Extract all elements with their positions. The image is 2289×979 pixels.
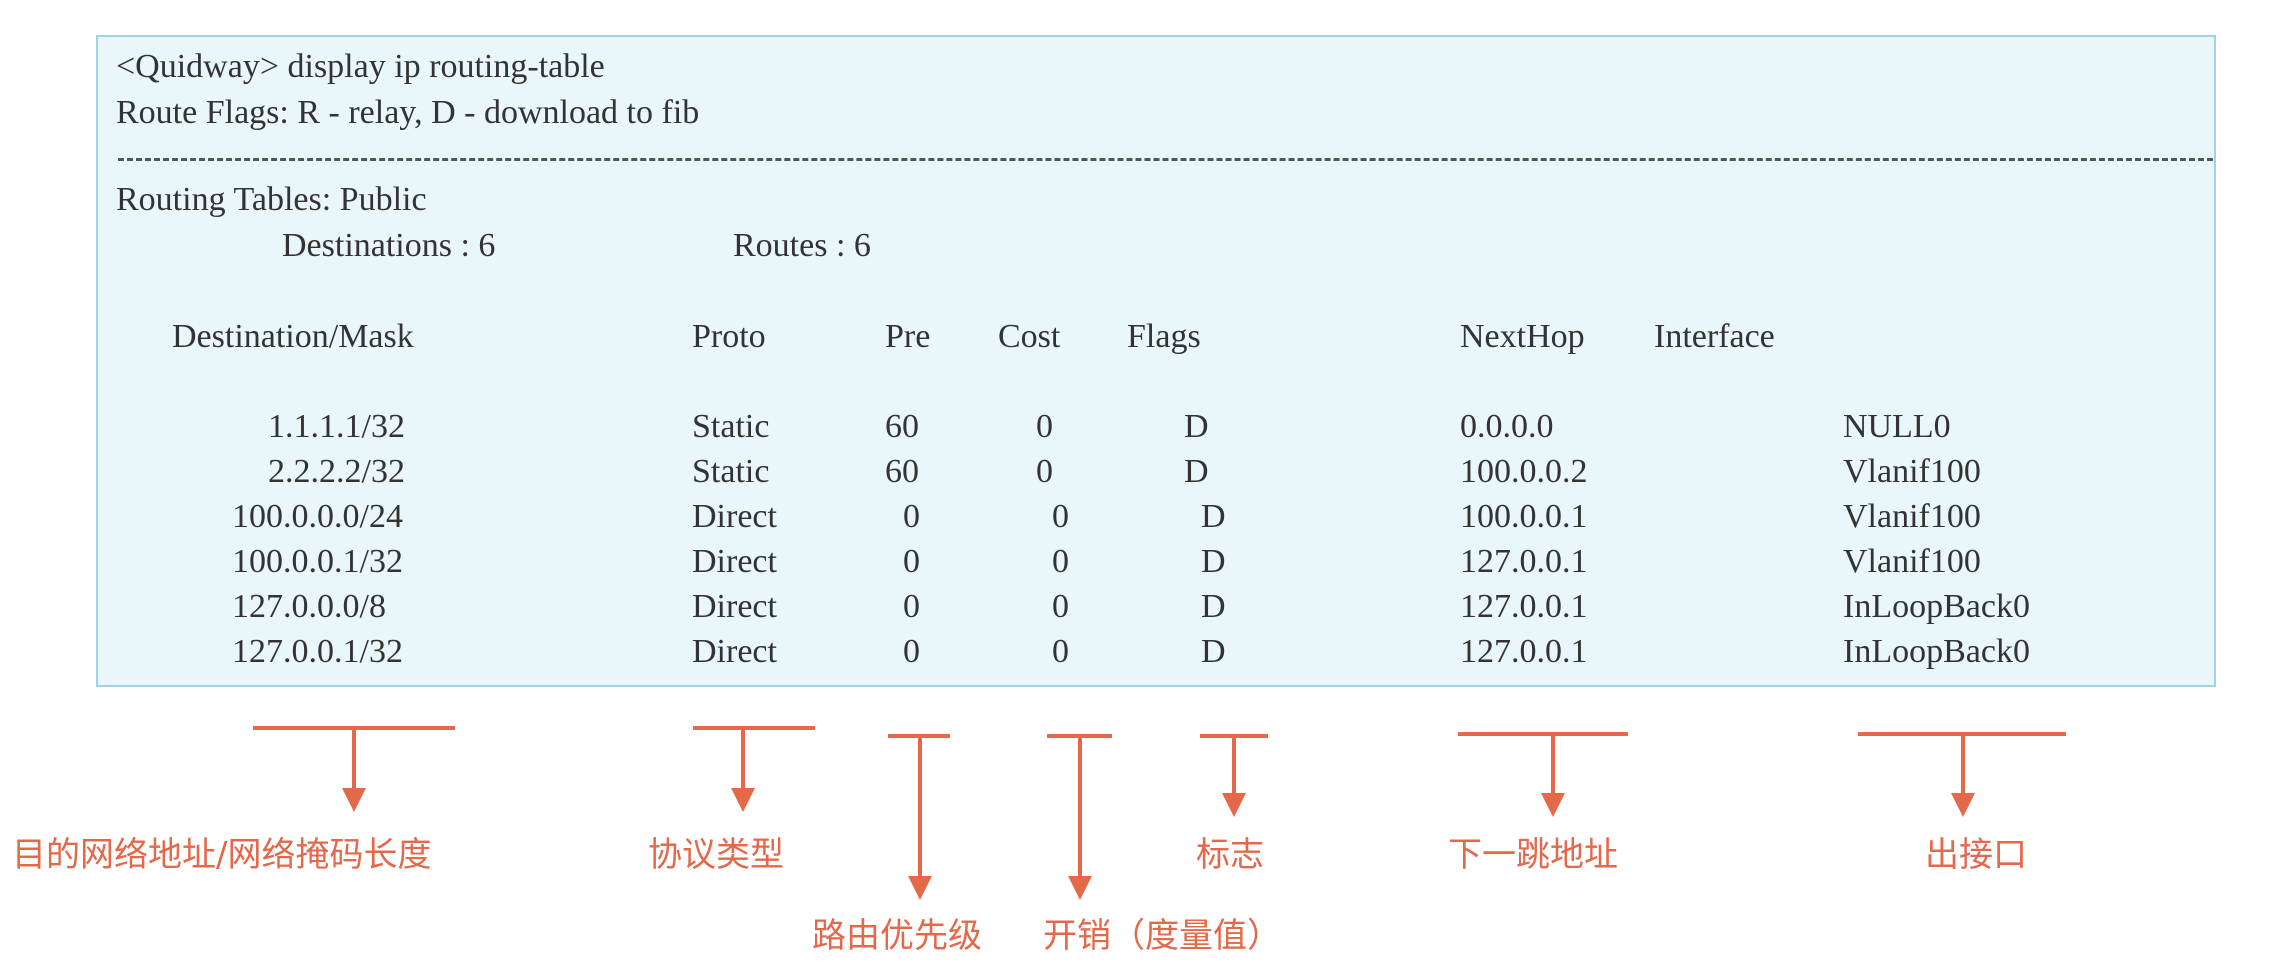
- cell-nexthop: 127.0.0.1: [1460, 543, 1588, 580]
- terminal-output: <Quidway> display ip routing-table Route…: [96, 35, 2216, 687]
- header-cost: Cost: [998, 318, 1061, 355]
- cell-flags: D: [1184, 453, 1209, 490]
- separator-line: [118, 158, 2213, 161]
- label-preference: 路由优先级: [812, 916, 982, 956]
- cell-pre: 60: [885, 453, 919, 490]
- cell-cost: 0: [1036, 408, 1053, 445]
- cell-nexthop: 127.0.0.1: [1460, 633, 1588, 670]
- header-destination-mask: Destination/Mask: [172, 318, 414, 355]
- cell-cost: 0: [1052, 588, 1069, 625]
- cell-proto: Static: [692, 408, 770, 445]
- cell-flags: D: [1201, 543, 1226, 580]
- cell-nexthop: 100.0.0.2: [1460, 453, 1588, 490]
- cell-cost: 0: [1052, 543, 1069, 580]
- cell-interface: Vlanif100: [1843, 498, 1981, 535]
- cell-flags: D: [1184, 408, 1209, 445]
- header-flags: Flags: [1127, 318, 1201, 355]
- cell-cost: 0: [1052, 498, 1069, 535]
- cell-destination: 1.1.1.1/32: [268, 408, 405, 445]
- cell-destination: 100.0.0.1/32: [232, 543, 403, 580]
- cell-destination: 127.0.0.0/8: [232, 588, 386, 625]
- cell-interface: InLoopBack0: [1843, 588, 2030, 625]
- cell-proto: Direct: [692, 588, 777, 625]
- cell-pre: 60: [885, 408, 919, 445]
- cell-proto: Direct: [692, 543, 777, 580]
- cell-nexthop: 127.0.0.1: [1460, 588, 1588, 625]
- cell-destination: 2.2.2.2/32: [268, 453, 405, 490]
- header-proto: Proto: [692, 318, 766, 355]
- label-interface: 出接口: [1925, 835, 2027, 875]
- cell-cost: 0: [1036, 453, 1053, 490]
- cell-pre: 0: [903, 588, 920, 625]
- label-cost: 开销（度量值）: [1043, 916, 1281, 956]
- cell-interface: Vlanif100: [1843, 543, 1981, 580]
- cell-pre: 0: [903, 543, 920, 580]
- cell-destination: 100.0.0.0/24: [232, 498, 403, 535]
- label-protocol: 协议类型: [648, 835, 784, 875]
- cell-proto: Direct: [692, 633, 777, 670]
- cell-cost: 0: [1052, 633, 1069, 670]
- cell-interface: NULL0: [1843, 408, 1951, 445]
- cell-destination: 127.0.0.1/32: [232, 633, 403, 670]
- destinations-count: Destinations : 6: [282, 227, 496, 264]
- cell-proto: Direct: [692, 498, 777, 535]
- cell-flags: D: [1201, 498, 1226, 535]
- cell-flags: D: [1201, 633, 1226, 670]
- routing-table-name: Routing Tables: Public: [116, 181, 427, 218]
- cell-nexthop: 0.0.0.0: [1460, 408, 1554, 445]
- cell-interface: Vlanif100: [1843, 453, 1981, 490]
- routes-count: Routes : 6: [733, 227, 871, 264]
- label-nexthop: 下一跳地址: [1448, 835, 1618, 875]
- header-pre: Pre: [885, 318, 931, 355]
- command-line: <Quidway> display ip routing-table: [116, 48, 605, 85]
- route-flags-line: Route Flags: R - relay, D - download to …: [116, 94, 700, 131]
- header-interface: Interface: [1654, 318, 1775, 355]
- cell-pre: 0: [903, 498, 920, 535]
- label-destination-mask: 目的网络地址/网络掩码长度: [12, 835, 432, 875]
- label-flags: 标志: [1196, 835, 1264, 875]
- header-nexthop: NextHop: [1460, 318, 1585, 355]
- cell-proto: Static: [692, 453, 770, 490]
- cell-interface: InLoopBack0: [1843, 633, 2030, 670]
- cell-nexthop: 100.0.0.1: [1460, 498, 1588, 535]
- cell-flags: D: [1201, 588, 1226, 625]
- cell-pre: 0: [903, 633, 920, 670]
